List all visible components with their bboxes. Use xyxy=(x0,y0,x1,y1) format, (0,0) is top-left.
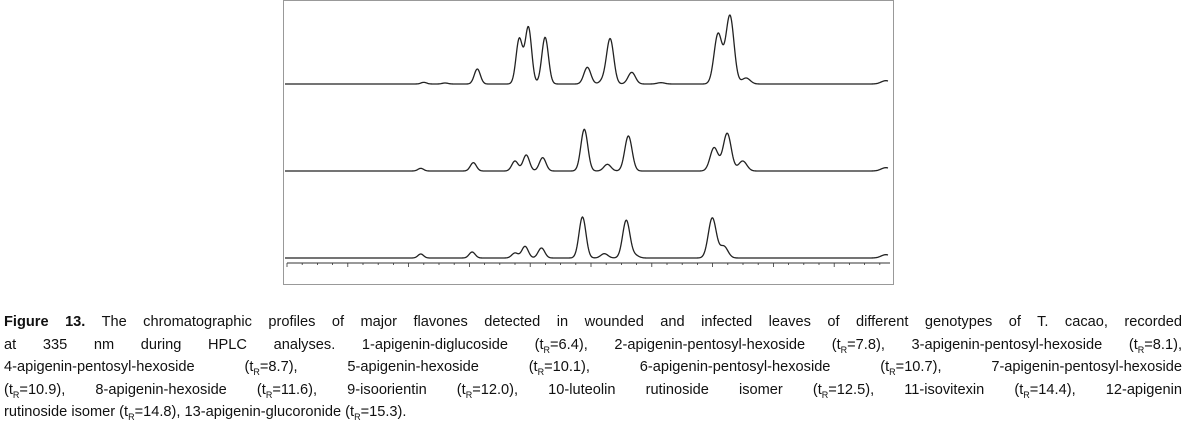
figure-frame xyxy=(283,0,894,285)
subscript: R xyxy=(354,412,361,423)
caption-text: =12.5), 11-isovitexin (t xyxy=(828,381,1024,398)
figure-caption: Figure 13. The chromatographic profiles … xyxy=(4,311,1182,424)
caption-line: 4-apigenin-pentosyl-hexoside (tR=8.7), 5… xyxy=(4,356,1182,379)
caption-text: =7.8), 3-apigenin-pentosyl-hexoside (t xyxy=(847,336,1138,353)
caption-text: The chromatographic profiles of major fl… xyxy=(85,314,1182,330)
caption-text: (t xyxy=(4,381,13,398)
subscript: R xyxy=(840,344,848,355)
caption-text: 4-apigenin-pentosyl-hexoside (t xyxy=(4,359,254,376)
subscript: R xyxy=(12,389,20,400)
subscript: R xyxy=(253,367,260,378)
trace-E9 xyxy=(285,14,889,85)
caption-text: rutinoside isomer (t xyxy=(4,404,129,421)
caption-line: Figure 13. The chromatographic profiles … xyxy=(4,311,1182,334)
caption-text: =12.0), 10-luteolin rutinoside isomer (t xyxy=(472,381,822,398)
trace-E32 xyxy=(285,216,889,259)
caption-text: =15.3). xyxy=(360,404,407,421)
caption-text: =10.1), 6-apigenin-pentosyl-hexoside (t xyxy=(544,359,890,376)
caption-text: =6.4), 2-apigenin-pentosyl-hexoside (t xyxy=(550,336,841,353)
caption-text: =8.1), xyxy=(1144,336,1183,353)
caption-text: =10.9), 8-apigenin-hexoside (t xyxy=(19,381,266,398)
caption-line: at 335 nm during HPLC analyses. 1-apigen… xyxy=(4,334,1182,357)
subscript: R xyxy=(128,412,135,423)
caption-text: at 335 nm during HPLC analyses. 1-apigen… xyxy=(4,336,544,353)
figure-label: Figure 13. xyxy=(4,314,86,330)
chromatogram-chart xyxy=(283,0,894,285)
subscript: R xyxy=(1023,389,1030,400)
subscript: R xyxy=(465,389,473,400)
subscript: R xyxy=(821,389,829,400)
caption-text: =14.4), 12-apigenin xyxy=(1029,381,1182,398)
chromatogram-figure xyxy=(283,0,894,285)
caption-line: rutinoside isomer (tR=14.8), 13-apigenin… xyxy=(4,401,1182,424)
caption-line: (tR=10.9), 8-apigenin-hexoside (tR=11.6)… xyxy=(4,379,1182,402)
subscript: R xyxy=(889,367,896,378)
subscript: R xyxy=(543,344,551,355)
caption-text: =8.7), 5-apigenin-hexoside (t xyxy=(259,359,538,376)
subscript: R xyxy=(265,389,273,400)
caption-text: =11.6), 9-isoorientin (t xyxy=(272,381,466,398)
subscript: R xyxy=(537,367,545,378)
caption-text: =10.7), 7-apigenin-pentosyl-hexoside xyxy=(895,359,1182,376)
trace-E13 xyxy=(285,128,889,172)
caption-text: =14.8), 13-apigenin-glucoronide (t xyxy=(134,404,355,421)
subscript: R xyxy=(1137,344,1145,355)
